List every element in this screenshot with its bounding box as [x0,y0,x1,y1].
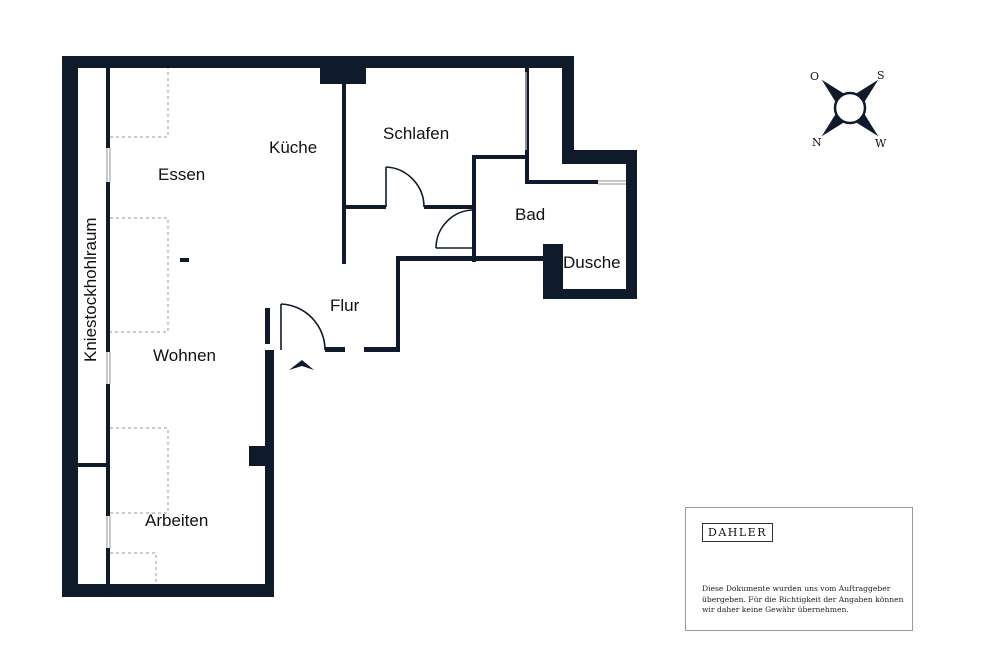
room-label-essen: Essen [158,165,205,184]
wall-dusche-block [543,244,563,299]
wall-wohnen-right [265,350,274,597]
skylight-wohnen [110,427,169,514]
wall-schlafen-window-wall [525,68,529,183]
brand-logo: DAHLER [702,523,773,542]
entry-arrow-icon [289,360,314,370]
wall-bad-bottom [543,289,637,299]
room-label-wohnen: Wohnen [153,346,216,365]
wall-kueche-schlafen [342,84,346,264]
wall-entry-post [265,308,270,344]
walls [62,56,637,597]
door-bad-arc [435,209,475,249]
wall-kniestock-divider [78,463,108,467]
compass-south-label: S [877,69,885,82]
room-label-dusche: Dusche [563,253,621,272]
skylight-arbeiten [110,552,157,584]
dashed-outlines [110,68,169,584]
wall-flur-bottom-right [364,347,400,352]
skylight-essen-2 [110,217,169,333]
door-entry-arc [280,303,326,351]
compass-west-label: W [875,137,887,150]
wall-bad-door-stub [472,248,476,262]
wall-flur-right [396,256,400,352]
compass-east-label: O [810,70,819,83]
wall-pillar [249,446,267,466]
wall-kniestock-inner-3 [106,384,110,516]
fixture-marker [180,258,189,262]
disclaimer-text: Diese Dokumente wurden uns vom Auftragge… [702,584,904,615]
wall-bottom [62,584,274,597]
compass-north-label: N [812,136,822,149]
door-schlafen-arc [385,166,425,208]
wall-flur-bottom-mid [325,347,345,352]
wall-kueche-block [320,56,366,84]
wall-top-right-step [562,56,574,164]
disclaimer-box: DAHLER Diese Dokumente wurden uns vom Au… [685,507,913,631]
room-label-kueche: Küche [269,138,317,157]
wall-kniestock-inner-2 [106,182,110,352]
doors [280,166,475,351]
wall-step-horizontal [562,150,637,164]
room-label-schlafen: Schlafen [383,124,449,143]
room-label-kniestock: Kniestockhohlraum [81,217,100,362]
wall-schlafen-bad-v [472,155,476,259]
wall-far-right [626,150,637,299]
room-label-arbeiten: Arbeiten [145,511,208,530]
wall-schlafen-flur-1 [346,205,386,209]
compass-rose-icon: O S N W [810,69,887,150]
wall-top [62,56,574,68]
room-label-bad: Bad [515,205,545,224]
wall-bad-top [525,180,598,184]
room-label-flur: Flur [330,296,360,315]
wall-kniestock-inner [106,68,110,148]
skylight-essen [110,68,169,138]
wall-left [62,56,78,597]
wall-schlafen-flur-2 [424,205,474,209]
wall-schlafen-bad-h [472,155,527,159]
wall-kniestock-inner-4 [106,548,110,584]
windows [106,72,626,548]
